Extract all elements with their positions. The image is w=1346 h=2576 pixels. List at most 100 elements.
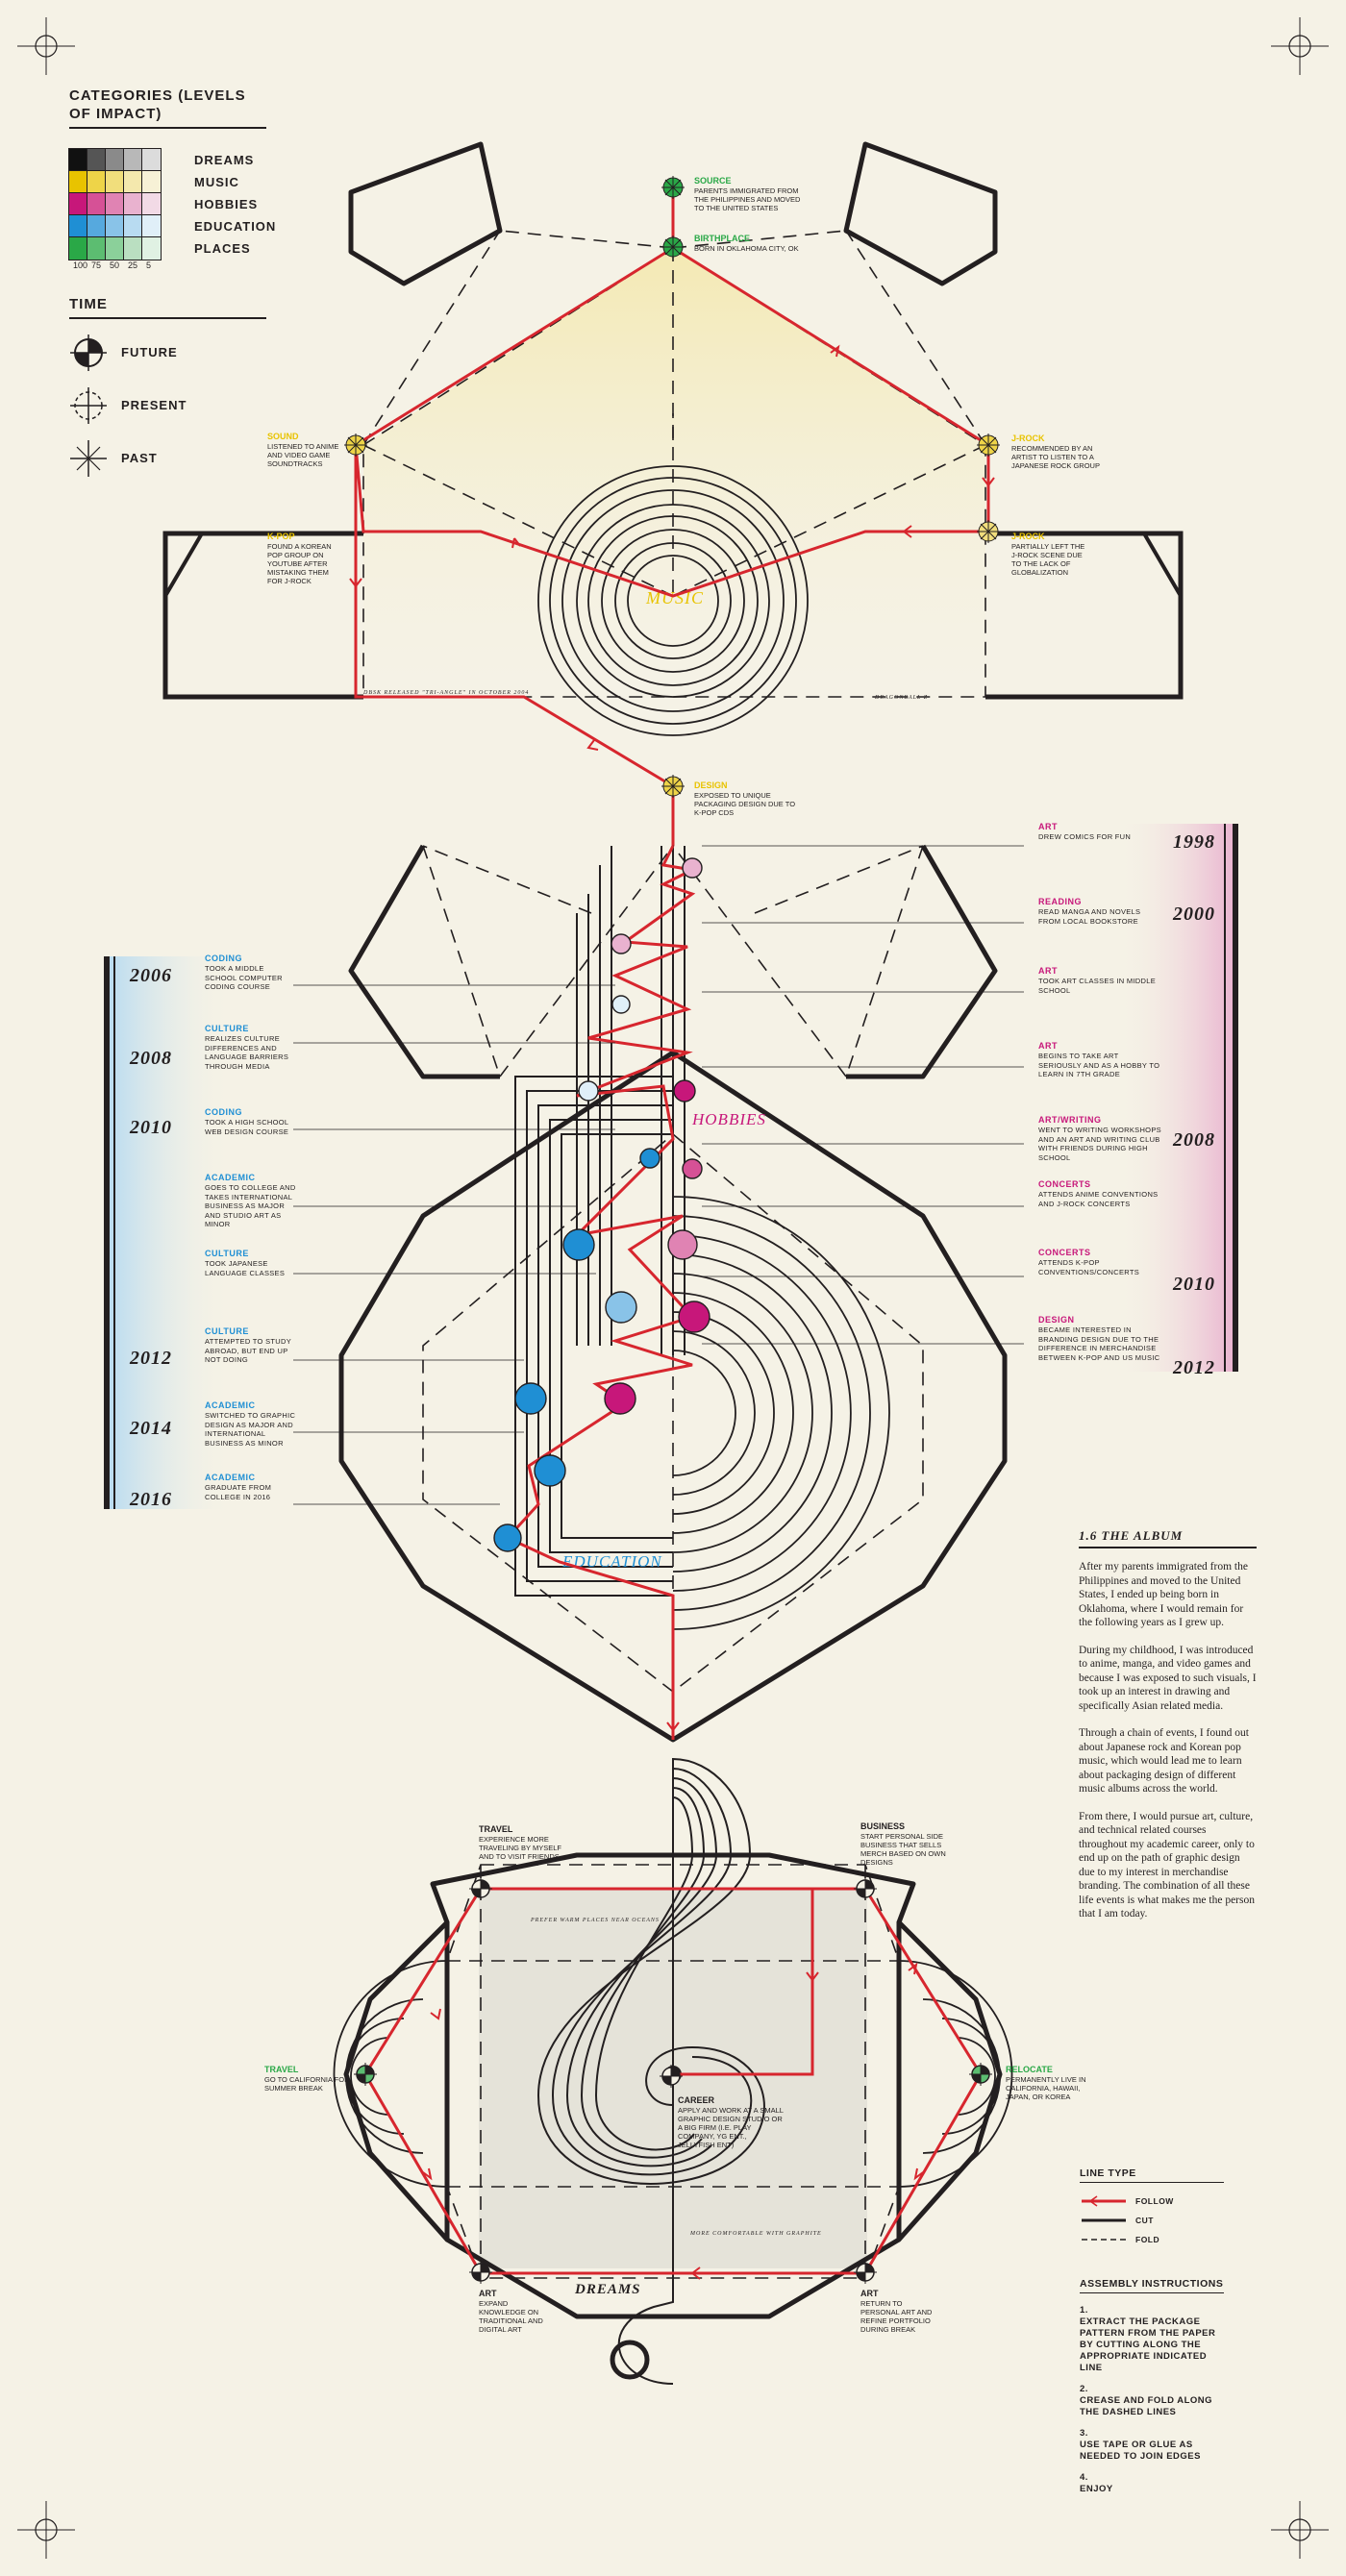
education-entry-desc: TOOK A HIGH SCHOOL WEB DESIGN COURSE [205, 1118, 289, 1136]
assembly-step-number: 1. [1080, 2305, 1088, 2316]
dreams-node-art-2-text: ART RETURN TO PERSONAL ART AND REFINE PO… [860, 2289, 933, 2334]
music-caption-bottom: DBSK RELEASED "TRI-ANGLE" IN OCTOBER 200… [362, 689, 529, 696]
line-type-title: LINE TYPE [1080, 2167, 1224, 2183]
hobby-entry-title: DESIGN [1038, 1315, 1075, 1325]
hobby-year: 2008 [1173, 1129, 1215, 1151]
legend-scale-value: 75 [91, 260, 102, 270]
music-node-sound [344, 433, 367, 461]
hobbies-record-rings [672, 1196, 890, 1630]
legend-swatch [68, 214, 88, 238]
story-panel: 1.6 THE ALBUM After my parents immigrate… [1079, 1528, 1257, 1935]
hobby-entry-desc: DREW COMICS FOR FUN [1038, 832, 1132, 841]
education-entry-desc: GRADUATE FROM COLLEGE IN 2016 [205, 1483, 272, 1501]
education-leader-lines [293, 984, 615, 1505]
legend-swatch [87, 192, 107, 216]
hobby-year: 2000 [1173, 904, 1215, 925]
education-entry-desc: ATTEMPTED TO STUDY ABROAD, BUT END UP NO… [205, 1337, 291, 1364]
hobby-entry-title: ART/WRITING [1038, 1115, 1102, 1125]
legend-row-label: DREAMS [194, 153, 255, 167]
dreams-node-travel-2-text: TRAVEL GO TO CALIFORNIA FOR SUMMER BREAK [264, 2065, 350, 2093]
past-icon [661, 235, 685, 259]
fold-line-icon [1082, 2239, 1126, 2241]
legend-swatch [141, 236, 162, 260]
line-type-cut: CUT [1080, 2212, 1224, 2231]
legend-swatch [87, 148, 107, 172]
legend-swatch [87, 236, 107, 260]
future-icon [469, 2261, 492, 2284]
past-icon [977, 520, 1000, 543]
future-icon [969, 2063, 992, 2086]
legend-swatch [141, 170, 162, 194]
legend-row-label: MUSIC [194, 175, 239, 189]
dreams-node-travel-text: TRAVEL EXPERIENCE MORE TRAVELING BY MYSE… [479, 1824, 561, 1861]
hobby-entry-desc: BECAME INTERESTED IN BRANDING DESIGN DUE… [1038, 1325, 1160, 1362]
dreams-node-business [854, 1877, 877, 1905]
music-path-arrows [349, 344, 995, 751]
legend-swatch [87, 170, 107, 194]
dreams-node-career-text: CAREER APPLY AND WORK AT A SMALL GRAPHIC… [678, 2095, 784, 2149]
hobby-entry-title: CONCERTS [1038, 1248, 1091, 1257]
legend-swatch [87, 214, 107, 238]
dreams-caption-bottom: MORE COMFORTABLE WITH GRAPHITE [689, 2231, 822, 2237]
legend-swatch [141, 192, 162, 216]
hobbies-nodes [604, 857, 710, 1415]
music-node-jrock-1-text: J-ROCK RECOMMENDED BY AN ARTIST TO LISTE… [1011, 433, 1100, 470]
legend-scale-value: 50 [110, 260, 120, 270]
categories-title: CATEGORIES (LEVELS OF IMPACT) [69, 87, 266, 129]
hobby-entry-desc: WENT TO WRITING WORKSHOPS AND AN ART AND… [1038, 1126, 1161, 1162]
education-entry-desc: REALIZES CULTURE DIFFERENCES AND LANGUAG… [205, 1034, 289, 1071]
hobbies-title: HOBBIES [691, 1110, 766, 1128]
past-icon [70, 440, 107, 477]
music-node-birthplace [661, 235, 685, 263]
assembly-instructions: ASSEMBLY INSTRUCTIONS 1.EXTRACT THE PACK… [1080, 2278, 1224, 2505]
legend-swatch [105, 148, 125, 172]
story-paragraph: After my parents immigrated from the Phi… [1079, 1561, 1248, 1628]
education-entry-desc: SWITCHED TO GRAPHIC DESIGN AS MAJOR AND … [205, 1411, 296, 1448]
future-label: FUTURE [121, 345, 178, 359]
education-entry-title: ACADEMIC [205, 1473, 256, 1482]
dreams-node-relocate [969, 2063, 992, 2091]
assembly-title: ASSEMBLY INSTRUCTIONS [1080, 2278, 1224, 2293]
past-icon [977, 433, 1000, 457]
hobbies-education-path [505, 845, 697, 1740]
education-title: EDUCATION [561, 1552, 662, 1571]
education-nodes [493, 995, 661, 1552]
legend-swatch [123, 148, 143, 172]
future-icon [469, 1877, 492, 1900]
dreams-node-art-2 [854, 2261, 877, 2289]
hobbies-section-gradient [1115, 824, 1238, 1372]
dreams-node-travel-2 [354, 2063, 377, 2091]
legend-swatch [68, 148, 88, 172]
education-entry-title: CULTURE [205, 1024, 249, 1033]
music-node-design [661, 775, 685, 803]
dreams-node-travel [469, 1877, 492, 1905]
legend-swatch [68, 236, 88, 260]
dreams-node-art-text: ART EXPAND KNOWLEDGE ON TRADITIONAL AND … [479, 2289, 543, 2334]
assembly-step-text: CREASE AND FOLD ALONG THE DASHED LINES [1080, 2395, 1213, 2417]
middle-package: HOBBIES EDUCATION [338, 844, 1008, 1743]
education-year: 2012 [130, 1348, 172, 1369]
music-node-jrock-2-text: J-ROCK PARTIALLY LEFT THE J-ROCK SCENE D… [1011, 532, 1085, 577]
legend-swatch [123, 192, 143, 216]
assembly-step-text: USE TAPE OR GLUE AS NEEDED TO JOIN EDGES [1080, 2440, 1201, 2462]
assembly-step-number: 3. [1080, 2428, 1088, 2439]
education-section-gradient [104, 956, 233, 1509]
assembly-step: 4.ENJOY [1080, 2472, 1224, 2495]
past-icon [661, 176, 685, 199]
hobby-entry-title: ART [1038, 966, 1058, 976]
assembly-step: 1.EXTRACT THE PACKAGE PATTERN FROM THE P… [1080, 2305, 1224, 2374]
story-paragraph: During my childhood, I was introduced to… [1079, 1644, 1257, 1712]
dreams-section: DREAMS PREFER WARM PLACES NEAR OCEANS MO… [333, 1757, 1013, 2385]
education-entry-title: CULTURE [205, 1249, 249, 1258]
